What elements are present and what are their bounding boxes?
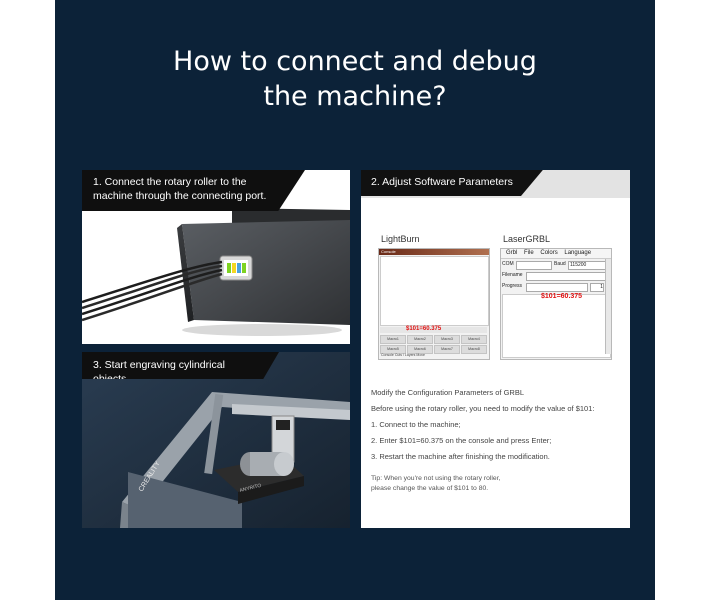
lightburn-tabs[interactable]: Console Cuts / Layers Move [381, 353, 425, 357]
software-card: 2. Adjust Software Parameters LightBurn … [361, 170, 630, 528]
progress-value[interactable]: 1 [590, 283, 604, 292]
lightburn-command-text: $101=60.375 [406, 326, 442, 332]
tip-line-1: Tip: When you're not using the rotary ro… [371, 475, 501, 482]
lightburn-titlebar [379, 249, 489, 255]
baud-label: Baud [554, 261, 566, 267]
macro-button[interactable]: Macro5 [380, 345, 406, 354]
filename-field[interactable] [526, 272, 606, 281]
instructions-intro: Before using the rotary roller, you need… [371, 404, 595, 413]
lasergrbl-filename-row: Filename [502, 271, 609, 281]
page-title: How to connect and debug the machine? [55, 44, 655, 114]
title-line-2: the machine? [263, 81, 447, 112]
engraver-illustration: CREALITY ANYRITO [82, 352, 350, 528]
com-label: COM [502, 261, 514, 267]
lasergrbl-menu-bar: Grbl File Colors Language [501, 249, 611, 259]
step1-caption-line-1: 1. Connect the rotary roller to the [93, 176, 247, 188]
macro-button[interactable]: Macro7 [434, 345, 460, 354]
macro-button[interactable]: Macro4 [461, 335, 487, 344]
com-select[interactable] [516, 261, 552, 270]
lightburn-macro-buttons: Macro1 Macro2 Macro3 Macro4 Macro5 Macro… [380, 335, 487, 354]
lasergrbl-connection-row: COM Baud 115200 [502, 260, 609, 270]
progress-bar [526, 283, 588, 292]
lasergrbl-command-text: $101=60.375 [541, 293, 583, 300]
baud-select[interactable]: 115200 [568, 261, 607, 270]
instruction-step-2: 2. Enter $101=60.375 on the console and … [371, 436, 552, 445]
tip-text: Tip: When you're not using the rotary ro… [371, 474, 501, 494]
macro-button[interactable]: Macro2 [407, 335, 433, 344]
menu-colors[interactable]: Colors [540, 250, 558, 256]
lightburn-label: LightBurn [381, 234, 420, 244]
lasergrbl-console-area [502, 294, 611, 358]
lasergrbl-progress-row: Progress 1 [502, 282, 609, 292]
step1-photo: 1. Connect the rotary roller to the mach… [82, 170, 350, 344]
lightburn-window: Console $101=60.375 Macro1 Macro2 Macro3… [378, 248, 490, 360]
macro-button[interactable]: Macro8 [461, 345, 487, 354]
lasergrbl-side-toolbar [605, 259, 611, 354]
lasergrbl-window: Grbl File Colors Language COM Baud 11520… [500, 248, 612, 360]
lightburn-command-bar[interactable]: $101=60.375 [380, 326, 487, 333]
menu-file[interactable]: File [524, 250, 534, 256]
step3-caption: 3. Start engraving cylindrical objects. [82, 352, 279, 379]
step1-caption: 1. Connect the rotary roller to the mach… [82, 170, 305, 211]
lightburn-console-area [380, 256, 489, 326]
filename-label: Filename [502, 272, 523, 278]
macro-button[interactable]: Macro6 [407, 345, 433, 354]
macro-button[interactable]: Macro3 [434, 335, 460, 344]
menu-grbl[interactable]: Grbl [506, 250, 518, 256]
menu-language[interactable]: Language [564, 250, 592, 256]
step3-photo: CREALITY ANYRITO 3. Start engraving cyli… [82, 352, 350, 528]
lightburn-console-title: Console [381, 249, 396, 254]
tip-line-2: please change the value of $101 to 80. [371, 485, 489, 492]
step1-caption-line-2: machine through the connecting port. [93, 190, 267, 202]
title-line-1: How to connect and debug [173, 46, 537, 77]
product-panel: How to connect and debug the machine? [55, 0, 655, 600]
lasergrbl-label: LaserGRBL [503, 234, 551, 244]
instruction-step-3: 3. Restart the machine after finishing t… [371, 452, 550, 461]
macro-button[interactable]: Macro1 [380, 335, 406, 344]
roller-brand-text: ANYRITO [239, 483, 262, 494]
instructions-title: Modify the Configuration Parameters of G… [371, 388, 524, 397]
instruction-step-1: 1. Connect to the machine; [371, 420, 461, 429]
progress-label: Progress [502, 283, 523, 289]
step2-caption: 2. Adjust Software Parameters [361, 170, 543, 196]
